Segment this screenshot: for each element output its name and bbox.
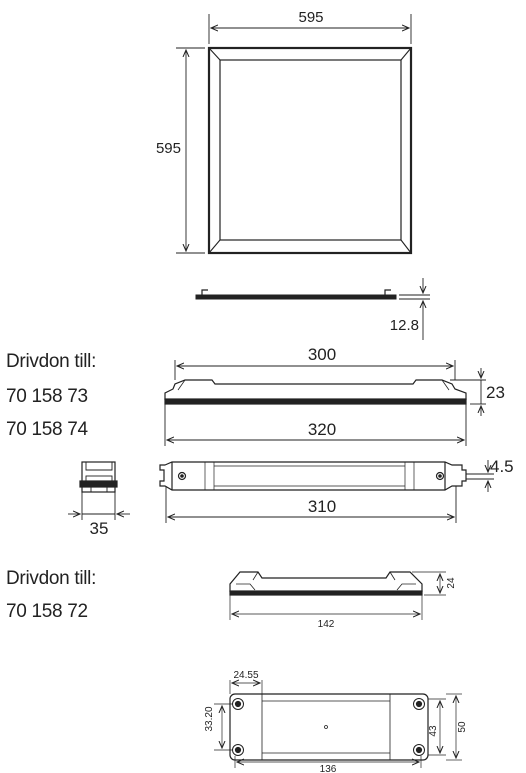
driver-a-overall-length-label: 320 bbox=[308, 420, 336, 439]
driver-b-width-dimension bbox=[446, 693, 462, 761]
panel-height-dimension bbox=[176, 47, 205, 254]
panel-side-view bbox=[195, 289, 397, 300]
driver-b-hole-span-dimension bbox=[214, 703, 232, 751]
panel-height-label: 595 bbox=[156, 140, 181, 157]
driver-a-height-label: 23 bbox=[486, 383, 505, 402]
driver-b-length-top-dimension bbox=[234, 756, 422, 768]
driver-a-width-dimension bbox=[68, 492, 130, 520]
driver-a-side-view bbox=[164, 379, 467, 405]
driver-b-hole-edge-dimension bbox=[229, 680, 263, 694]
driver-b-hole-span-label: 33.20 bbox=[204, 706, 215, 731]
driver-b-length-top-label: 136 bbox=[320, 764, 337, 773]
driver-a-hole-offset-dimension bbox=[466, 460, 494, 492]
driver-a-inner-length-label: 300 bbox=[308, 345, 336, 364]
driver-b-length-label: 142 bbox=[318, 619, 335, 630]
driver-a-overall-length-dimension bbox=[164, 404, 467, 446]
driver-b-hole-edge-label: 24.55 bbox=[233, 670, 258, 681]
driver-b-width-label: 50 bbox=[457, 721, 468, 733]
driver-group-a-article-2: 70 158 74 bbox=[6, 419, 88, 440]
driver-a-hole-offset-label: 4.5 bbox=[490, 457, 514, 476]
panel-thickness-dimension bbox=[399, 278, 430, 340]
driver-a-inner-length-dimension bbox=[174, 360, 456, 380]
driver-group-a-article-1: 70 158 73 bbox=[6, 386, 88, 407]
driver-b-inner-width-dimension bbox=[428, 698, 446, 756]
driver-b-height-dimension bbox=[412, 571, 446, 596]
driver-b-height-label: 24 bbox=[446, 577, 457, 589]
panel-thickness-label: 12.8 bbox=[390, 317, 419, 334]
panel-inner-frame bbox=[219, 59, 402, 241]
driver-a-height-dimension bbox=[450, 368, 486, 416]
panel-top-view bbox=[207, 46, 413, 255]
driver-a-end-view bbox=[79, 461, 118, 493]
driver-b-length-dimension bbox=[229, 595, 423, 620]
panel-outer-frame bbox=[207, 46, 413, 255]
driver-b-top-view bbox=[229, 693, 429, 761]
driver-b-side-view bbox=[229, 571, 423, 596]
driver-b-inner-width-label: 43 bbox=[428, 725, 439, 737]
driver-a-hole-spacing-label: 310 bbox=[308, 497, 336, 516]
driver-a-width-label: 35 bbox=[90, 519, 109, 538]
panel-width-label: 595 bbox=[298, 9, 323, 26]
driver-group-b-article-1: 70 158 72 bbox=[6, 601, 88, 622]
driver-group-b-heading: Drivdon till: bbox=[6, 568, 97, 589]
driver-a-top-view bbox=[159, 461, 467, 491]
panel-width-dimension bbox=[208, 14, 412, 44]
driver-a-hole-spacing-dimension bbox=[165, 486, 457, 523]
driver-group-a-heading: Drivdon till: bbox=[6, 351, 97, 372]
